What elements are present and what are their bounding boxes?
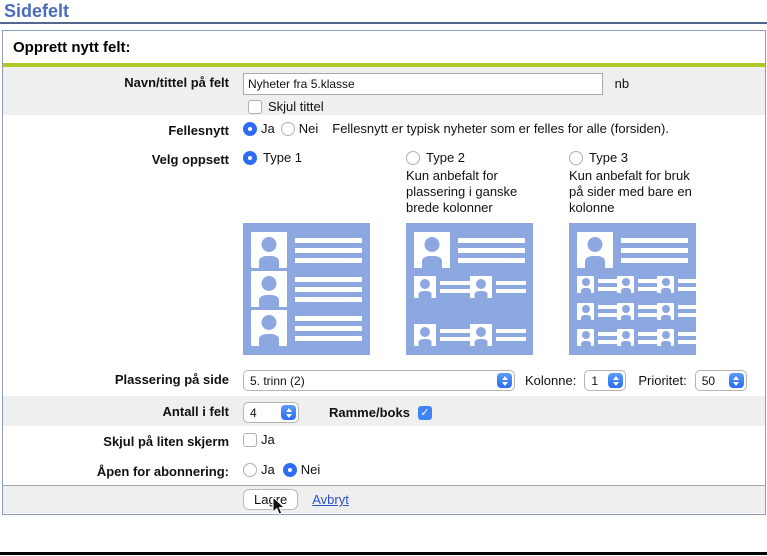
row-name: Navn/tittel på felt nb Skjul tittel: [3, 67, 765, 115]
fellesnytt-description: Fellesnytt er typisk nyheter som er fell…: [332, 121, 669, 136]
placement-label: Plassering på side: [114, 372, 229, 387]
fellesnytt-no-radio[interactable]: [280, 121, 295, 136]
row-hide-small: Skjul på liten skjerm Ja: [3, 426, 765, 456]
prioritet-select[interactable]: 50: [694, 370, 747, 391]
person-avatar-icon: [577, 232, 613, 268]
type2-label: Type 2: [426, 150, 466, 165]
person-avatar-icon: [657, 329, 674, 346]
person-avatar-icon: [577, 329, 594, 346]
fellesnytt-no-label: Nei: [298, 121, 319, 136]
name-label: Navn/tittel på felt: [124, 75, 229, 90]
green-divider: [3, 63, 765, 67]
type2-description: Kun anbefalt for plassering i ganske bre…: [406, 168, 518, 215]
type1-description: [243, 168, 373, 219]
person-avatar-icon: [251, 310, 287, 346]
row-fellesnytt: Fellesnytt Ja Nei Fellesnytt er typisk n…: [3, 115, 765, 144]
type2-preview-image: [406, 223, 533, 355]
antall-select-value: 4: [250, 405, 257, 420]
type2-radio[interactable]: [406, 150, 420, 165]
hide-small-checkbox[interactable]: [243, 432, 257, 447]
row-placement: Plassering på side 5. trinn (2) Kolonne:…: [3, 364, 765, 396]
person-avatar-icon: [414, 324, 436, 346]
row-layout: Velg oppsett Type 1 Type 2: [3, 144, 765, 364]
person-avatar-icon: [657, 302, 674, 320]
kolonne-select-value: 1: [591, 373, 599, 388]
type1-label: Type 1: [263, 150, 303, 165]
row-subscribe: Åpen for abonnering: Ja Nei: [3, 456, 765, 485]
subscribe-no-radio[interactable]: [282, 462, 297, 477]
person-avatar-icon: [657, 276, 674, 293]
person-avatar-icon: [577, 276, 594, 293]
prioritet-select-value: 50: [701, 373, 716, 388]
antall-select[interactable]: 4: [243, 402, 299, 423]
person-avatar-icon: [470, 276, 492, 298]
layout-option-type1: Type 1: [243, 150, 373, 355]
type3-description: Kun anbefalt for bruk på sider med bare …: [569, 168, 692, 215]
prioritet-label: Prioritet:: [638, 373, 687, 388]
subscribe-yes-radio[interactable]: [243, 462, 257, 477]
fellesnytt-yes-radio[interactable]: [243, 121, 257, 136]
subscribe-no-label: Nei: [300, 462, 321, 477]
fellesnytt-yes-label: Ja: [261, 121, 275, 136]
type3-label: Type 3: [589, 150, 629, 165]
type1-preview-image: [243, 223, 370, 355]
layout-option-type3: Type 3 Kun anbefalt for bruk på sider me…: [569, 150, 699, 355]
kolonne-select[interactable]: 1: [584, 370, 627, 391]
person-avatar-icon: [251, 271, 287, 307]
ramme-label: Ramme/boks: [329, 405, 410, 420]
antall-label: Antall i felt: [162, 404, 229, 419]
person-avatar-icon: [617, 329, 634, 346]
layout-option-type2: Type 2 Kun anbefalt for plassering i gan…: [406, 150, 536, 355]
type3-preview-image: [569, 223, 697, 355]
person-avatar-icon: [414, 232, 450, 268]
create-field-form: Opprett nytt felt: Navn/tittel på felt n…: [2, 30, 766, 515]
hide-small-label: Skjul på liten skjerm: [103, 434, 229, 449]
subscribe-yes-label: Ja: [261, 462, 275, 477]
stepper-icon: [728, 373, 744, 388]
placement-select[interactable]: 5. trinn (2): [243, 370, 515, 391]
stepper-icon: [281, 405, 296, 420]
person-avatar-icon: [617, 302, 634, 320]
page-title: Sidefelt: [4, 1, 70, 21]
hide-title-checkbox[interactable]: [248, 99, 262, 114]
subscribe-label: Åpen for abonnering:: [96, 464, 229, 479]
field-title-input[interactable]: [243, 73, 603, 95]
row-antall: Antall i felt 4 Ramme/boks: [3, 396, 765, 426]
layout-label: Velg oppsett: [151, 152, 229, 167]
kolonne-label: Kolonne:: [525, 373, 577, 388]
type3-radio[interactable]: [569, 150, 583, 165]
type1-radio[interactable]: [243, 150, 257, 165]
ramme-checkbox[interactable]: [417, 405, 432, 420]
person-avatar-icon: [617, 276, 634, 293]
title-divider: [0, 22, 767, 24]
save-button[interactable]: Lagre: [243, 489, 299, 510]
hide-small-checkbox-label: Ja: [261, 432, 275, 447]
person-avatar-icon: [414, 276, 436, 298]
bottom-divider: [0, 552, 767, 555]
person-avatar-icon: [251, 232, 287, 268]
hide-title-label: Skjul tittel: [268, 99, 324, 114]
row-actions: Lagre Avbryt: [3, 485, 765, 513]
person-avatar-icon: [577, 302, 594, 320]
stepper-icon: [608, 373, 624, 388]
cancel-link[interactable]: Avbryt: [312, 492, 349, 507]
form-header: Opprett nytt felt:: [3, 31, 765, 63]
language-tag: nb: [614, 76, 630, 91]
stepper-icon: [497, 373, 512, 388]
fellesnytt-label: Fellesnytt: [168, 123, 229, 138]
person-avatar-icon: [470, 324, 492, 346]
placement-select-value: 5. trinn (2): [250, 373, 305, 388]
